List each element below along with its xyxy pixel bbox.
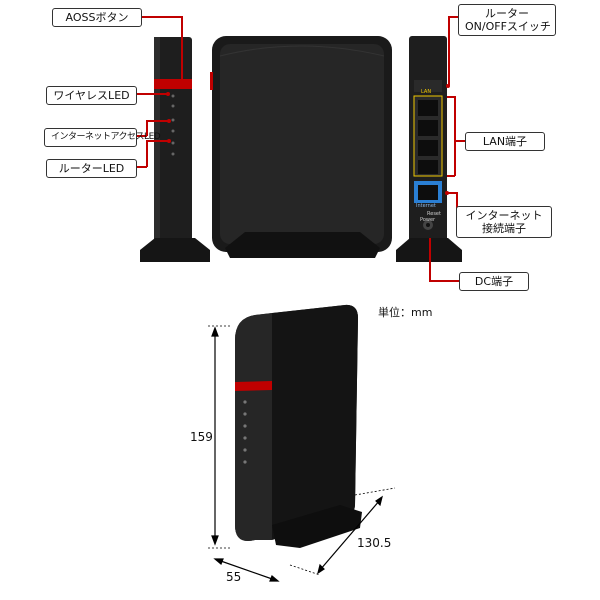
lan-port-label: LAN端子 bbox=[465, 132, 545, 151]
depth-dimension: 130.5 bbox=[357, 536, 392, 550]
router-side-view bbox=[140, 37, 210, 262]
dc-port-label: DC端子 bbox=[459, 272, 529, 291]
internet-access-led-label: インターネットアクセスLED bbox=[44, 128, 161, 147]
router-perspective-view bbox=[235, 304, 362, 548]
internet-port-label-line2: 接続端子 bbox=[482, 222, 526, 235]
router-switch-label-line1: ルーター bbox=[485, 7, 529, 20]
width-dimension: 55 bbox=[226, 570, 242, 584]
aoss-button-label: AOSSボタン bbox=[52, 8, 142, 27]
rear-lan-label: LAN bbox=[421, 89, 432, 95]
wireless-led-label: ワイヤレスLED bbox=[46, 86, 137, 105]
internet-port-label: インターネット 接続端子 bbox=[456, 206, 552, 238]
rear-power-label: Power bbox=[420, 217, 436, 223]
router-front-view bbox=[210, 36, 392, 258]
router-switch-label-line2: ON/OFFスイッチ bbox=[465, 20, 551, 33]
router-rear-view bbox=[396, 36, 462, 262]
unit-label: 単位：mm bbox=[378, 306, 433, 319]
internet-port-label-line1: インターネット bbox=[465, 209, 543, 222]
rear-reset-label: Reset bbox=[427, 211, 441, 217]
router-switch-label: ルーター ON/OFFスイッチ bbox=[458, 4, 556, 36]
dimension-lines bbox=[208, 325, 396, 582]
rear-internet-label: Internet bbox=[416, 203, 436, 209]
router-led-label: ルーターLED bbox=[46, 159, 137, 178]
height-dimension: 159 bbox=[190, 430, 213, 444]
